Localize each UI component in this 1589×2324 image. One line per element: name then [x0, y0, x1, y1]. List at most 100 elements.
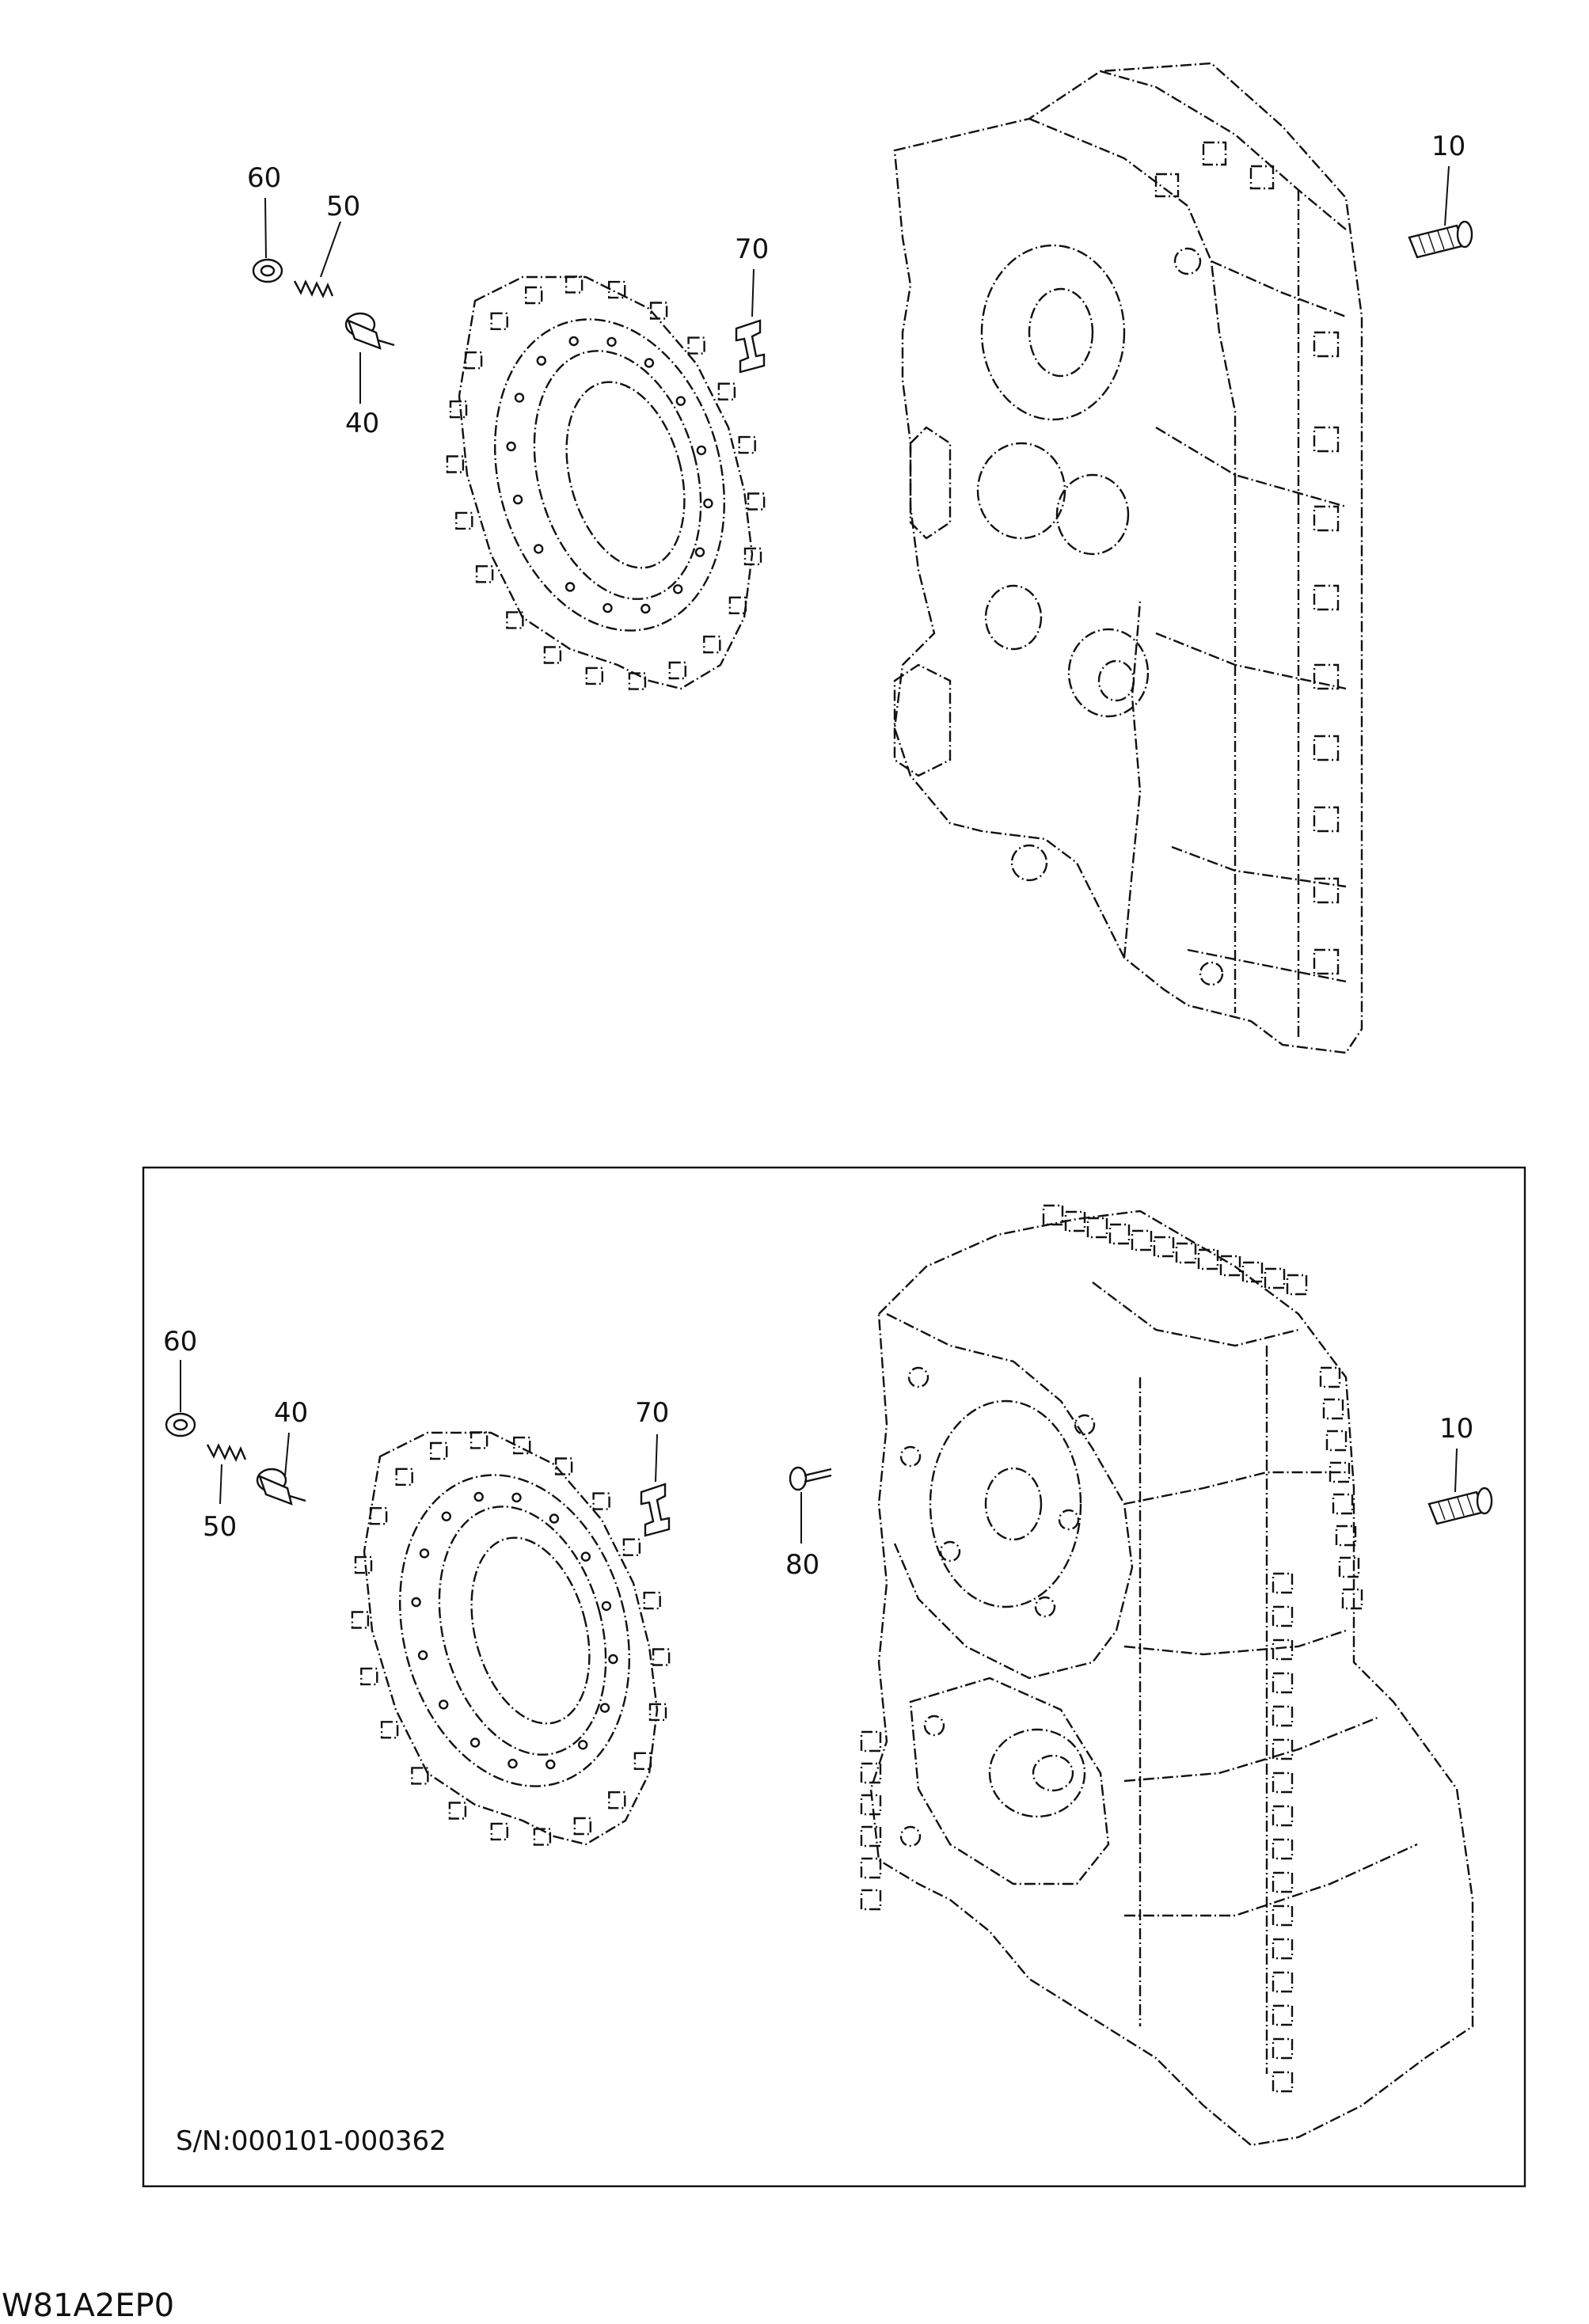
housing-boss: [1086, 1217, 1108, 1239]
document-code: W81A2EP0: [2, 2288, 174, 2324]
flange-lug: [628, 672, 647, 690]
bolt-hole: [565, 582, 576, 592]
flange-lug: [747, 492, 766, 511]
flange-lug: [643, 1591, 661, 1610]
housing-boss: [1272, 1705, 1294, 1727]
housing-boss: [1175, 1242, 1197, 1264]
flange-lug: [738, 435, 756, 454]
upper-view: 10 40 50 60 70: [247, 62, 1473, 1054]
housing-boss: [1272, 1904, 1294, 1927]
bolt-hole: [603, 602, 613, 613]
lower-transmission-housing: [860, 1204, 1474, 2147]
bolt-hole: [514, 393, 525, 403]
housing-boss: [1272, 1805, 1294, 1827]
upper-part-70-clip: 70: [735, 234, 769, 374]
housing-boss: [1332, 1493, 1354, 1515]
housing-boss: [1319, 1366, 1341, 1388]
flange-lug: [652, 1648, 671, 1666]
housing-boss: [1272, 1672, 1294, 1694]
flange-lug: [585, 666, 603, 685]
lower-part-40-plunger: 40: [256, 1397, 308, 1506]
flange-lug: [380, 1721, 399, 1739]
bolt-hole: [439, 1699, 449, 1710]
bolt-hole: [703, 498, 713, 509]
flange-lug: [354, 1555, 373, 1574]
housing-boss: [1338, 1556, 1360, 1578]
upper-callout-50: 50: [326, 191, 360, 222]
housing-boss: [1329, 1461, 1351, 1483]
housing-boss: [1042, 1204, 1064, 1226]
lower-callout-10: 10: [1439, 1413, 1473, 1445]
lower-callout-40: 40: [274, 1397, 308, 1429]
housing-boss: [1272, 1971, 1294, 1993]
housing-boss: [1064, 1210, 1086, 1232]
flange-lug: [490, 1822, 508, 1841]
serial-range: S/N:000101-000362: [176, 2125, 447, 2157]
bolt-hole: [606, 336, 617, 347]
bolt-hole: [512, 494, 523, 505]
flange-lug: [351, 1611, 370, 1629]
housing-boss: [1131, 1229, 1153, 1251]
housing-boss: [1272, 1838, 1294, 1860]
bolt-hole: [641, 603, 651, 614]
housing-boss: [1272, 1771, 1294, 1794]
flange-lug: [525, 286, 543, 305]
bolt-hole: [473, 1491, 484, 1502]
flange-lug: [430, 1441, 448, 1460]
lower-cover-plate: [351, 1431, 671, 1846]
upper-part-10-bolt: 10: [1408, 131, 1473, 259]
bolt-hole: [411, 1597, 421, 1608]
bolt-hole: [507, 1758, 518, 1769]
bolt-hole: [441, 1511, 451, 1521]
flange-lug: [703, 636, 721, 654]
flange-lug: [475, 565, 494, 583]
housing-boss: [860, 1794, 882, 1816]
housing-boss: [1272, 1938, 1294, 1960]
flange-lug: [395, 1468, 413, 1487]
flange-lug: [490, 312, 508, 330]
bolt-hole: [601, 1601, 612, 1612]
housing-boss: [860, 1825, 882, 1847]
flange-lug: [622, 1538, 641, 1556]
flange-lug: [573, 1817, 591, 1836]
flange-lug: [469, 1431, 488, 1449]
upper-cover-plate: [446, 275, 766, 690]
housing-boss: [1341, 1588, 1363, 1610]
flange-lug: [446, 455, 465, 473]
flange-lug: [455, 511, 473, 530]
bolt-hole: [675, 396, 686, 406]
housing-boss: [1241, 1261, 1264, 1283]
flange-lug: [360, 1667, 378, 1686]
lower-callout-80: 80: [785, 1549, 819, 1581]
upper-part-50-spring: 50: [293, 191, 360, 298]
housing-boss: [1272, 1871, 1294, 1893]
flange-lug: [592, 1492, 610, 1510]
bolt-hole: [511, 1492, 522, 1503]
flange-lug: [608, 280, 626, 299]
lower-view-frame: [142, 1166, 1526, 2188]
bolt-hole: [608, 1654, 618, 1665]
flange-lug: [668, 661, 686, 680]
flange-lug: [648, 1703, 667, 1722]
bolt-hole: [599, 1703, 610, 1713]
flange-lug: [464, 351, 483, 370]
housing-boss: [860, 1762, 882, 1784]
lower-part-50-spring: 50: [203, 1443, 247, 1543]
housing-boss: [860, 1889, 882, 1911]
flange-lug: [717, 382, 736, 401]
housing-boss: [1272, 2004, 1294, 2026]
bolt-hole: [469, 1737, 481, 1748]
housing-boss: [1272, 1572, 1294, 1594]
flange-lug: [533, 1828, 552, 1846]
upper-part-60-seal: 60: [247, 162, 283, 283]
flange-lug: [633, 1752, 652, 1771]
housing-boss: [1272, 2071, 1294, 2093]
upper-part-40-plunger: 40: [344, 312, 395, 439]
flange-lug: [554, 1457, 573, 1475]
flange-lug: [608, 1790, 626, 1809]
flange-lug: [448, 1802, 467, 1820]
housing-boss: [1322, 1398, 1344, 1420]
bolt-hole: [696, 445, 707, 456]
bolt-hole: [568, 336, 579, 347]
